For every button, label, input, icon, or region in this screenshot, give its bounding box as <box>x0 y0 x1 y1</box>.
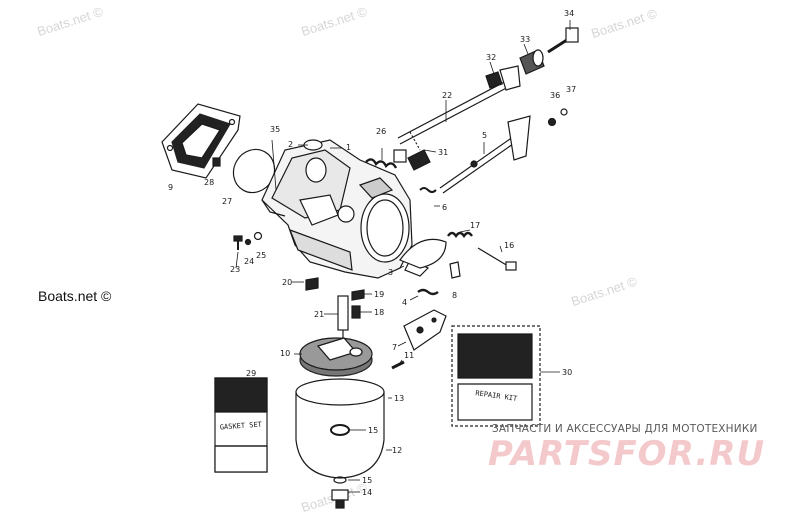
pin-11-part <box>391 360 405 370</box>
callout-20: 20 <box>282 278 292 287</box>
part-8 <box>449 261 461 279</box>
washer-36-part <box>547 117 557 127</box>
needle-16-part <box>477 247 517 271</box>
callout-27: 27 <box>222 197 232 206</box>
callout-31: 31 <box>438 148 448 157</box>
callout-9: 9 <box>168 183 173 192</box>
callout-19: 19 <box>374 290 384 299</box>
watermark-main: Boats.net © <box>38 288 112 304</box>
clip-37-part <box>560 108 568 116</box>
spring-17-part <box>447 231 473 239</box>
jet-20-part <box>305 277 319 291</box>
callout-24: 24 <box>244 257 254 266</box>
callout-15: 15 <box>368 426 378 435</box>
callout-35: 35 <box>270 125 280 134</box>
gasket-set-label: GASKET SET <box>220 420 263 431</box>
callout-14: 14 <box>362 488 372 497</box>
callout-4: 4 <box>402 298 407 307</box>
screw-24-part <box>244 238 252 246</box>
plug-14-part <box>331 489 349 509</box>
callout-15b: 15 <box>362 476 372 485</box>
lever-7-part <box>403 309 447 351</box>
callout-25: 25 <box>256 251 266 260</box>
callout-29: 29 <box>246 369 256 378</box>
screw-25-part <box>253 231 263 241</box>
carburetor-body-part <box>261 139 430 279</box>
callout-5: 5 <box>482 131 487 140</box>
float-10-part <box>299 337 373 377</box>
nut-32-part <box>485 71 503 89</box>
callout-6: 6 <box>442 203 447 212</box>
fitting-31-part <box>407 149 431 171</box>
fitting-6-part <box>419 187 437 193</box>
callout-12: 12 <box>392 446 402 455</box>
throttle-plate-3-part <box>399 238 447 269</box>
callout-1: 1 <box>346 143 351 152</box>
shaft-5-part <box>439 115 531 194</box>
callout-7: 7 <box>392 343 397 352</box>
callout-28: 28 <box>204 178 214 187</box>
callout-16: 16 <box>504 241 514 250</box>
shaft-22-part <box>397 65 521 151</box>
jet-18-part <box>351 305 361 319</box>
callout-8: 8 <box>452 291 457 300</box>
brand-logo: PARTSFOR.RU <box>488 434 766 474</box>
parts-line-art <box>161 20 579 509</box>
callout-32: 32 <box>486 53 496 62</box>
callout-26: 26 <box>376 127 386 136</box>
callout-13: 13 <box>394 394 404 403</box>
callout-17: 17 <box>470 221 480 230</box>
jet-19-part <box>351 289 365 301</box>
repair-kit-card-30 <box>451 325 541 427</box>
callout-23: 23 <box>230 265 240 274</box>
spring-4-part <box>417 288 439 296</box>
callout-37: 37 <box>566 85 576 94</box>
brand-caption: ЗАПЧАСТИ И АКСЕССУАРЫ ДЛЯ МОТОТЕХНИКИ <box>492 423 758 435</box>
bushing-33-part <box>519 49 545 75</box>
callout-33: 33 <box>520 35 530 44</box>
callout-18: 18 <box>374 308 384 317</box>
washer-15-part <box>333 476 347 484</box>
callout-30: 30 <box>562 368 572 377</box>
callout-22: 22 <box>442 91 452 100</box>
screw-23-part <box>233 235 243 250</box>
screw-34-part <box>547 27 579 54</box>
callout-2: 2 <box>288 140 293 149</box>
gasket-plate-part <box>161 103 241 179</box>
spring-26-part <box>365 149 407 169</box>
callout-10: 10 <box>280 349 290 358</box>
tube-21-part <box>337 295 349 340</box>
callout-21: 21 <box>314 310 324 319</box>
callout-11: 11 <box>404 351 414 360</box>
gasket-set-card-29 <box>214 377 268 473</box>
leader-lines <box>235 20 571 493</box>
screw-28-part <box>212 157 221 167</box>
callout-labels: 1 2 3 4 5 6 7 8 9 10 11 12 13 14 15 15 1… <box>168 9 576 497</box>
callout-34: 34 <box>564 9 574 18</box>
float-bowl-12-part <box>295 378 385 479</box>
callout-36: 36 <box>550 91 560 100</box>
callout-3: 3 <box>388 268 393 277</box>
